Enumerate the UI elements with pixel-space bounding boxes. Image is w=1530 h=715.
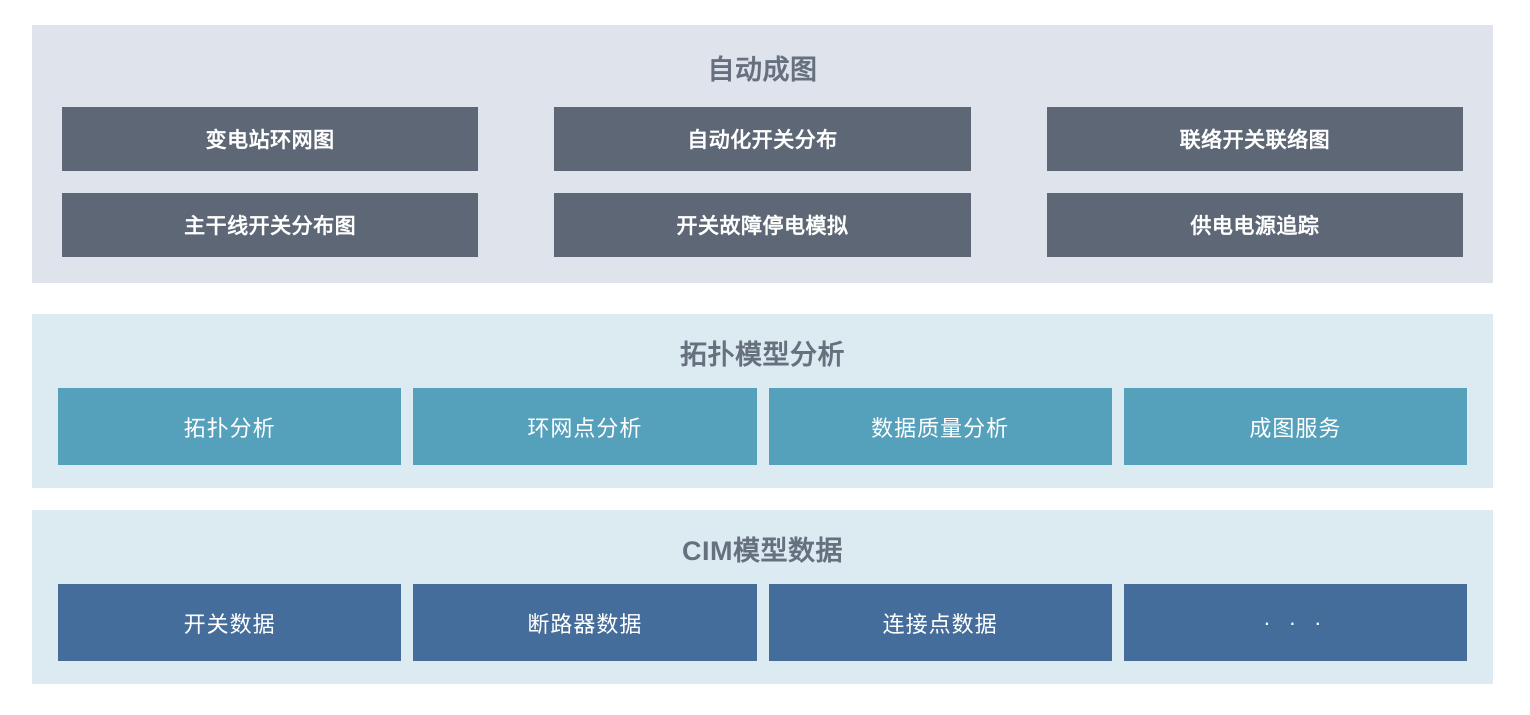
button-substation-ring-network-diagram[interactable]: 变电站环网图 (62, 107, 479, 171)
button-topology-analysis[interactable]: 拓扑分析 (58, 388, 402, 465)
section-topology-model-analysis: 拓扑模型分析 拓扑分析 环网点分析 数据质量分析 成图服务 (32, 314, 1493, 488)
button-connectivity-node-data[interactable]: 连接点数据 (768, 584, 1112, 661)
section-cim-model-data: CIM模型数据 开关数据 断路器数据 连接点数据 · · · (32, 510, 1493, 684)
button-grid-topology-model-analysis: 拓扑分析 环网点分析 数据质量分析 成图服务 (58, 388, 1467, 465)
button-power-supply-source-tracing[interactable]: 供电电源追踪 (1046, 193, 1463, 257)
architecture-diagram: 自动成图 变电站环网图 自动化开关分布 联络开关联络图 主干线开关分布图 开关故… (32, 25, 1493, 706)
button-mapping-service[interactable]: 成图服务 (1123, 388, 1467, 465)
button-grid-auto-mapping: 变电站环网图 自动化开关分布 联络开关联络图 主干线开关分布图 开关故障停电模拟… (62, 107, 1463, 257)
button-ring-network-node-analysis[interactable]: 环网点分析 (413, 388, 757, 465)
button-switch-fault-outage-simulation[interactable]: 开关故障停电模拟 (554, 193, 971, 257)
section-title-auto-mapping: 自动成图 (707, 55, 818, 85)
button-circuit-breaker-data[interactable]: 断路器数据 (413, 584, 757, 661)
button-grid-cim-model-data: 开关数据 断路器数据 连接点数据 · · · (58, 584, 1467, 661)
section-title-topology-model-analysis: 拓扑模型分析 (680, 340, 845, 370)
button-tie-switch-connection-diagram[interactable]: 联络开关联络图 (1046, 107, 1463, 171)
section-title-cim-model-data: CIM模型数据 (682, 536, 843, 566)
section-auto-mapping: 自动成图 变电站环网图 自动化开关分布 联络开关联络图 主干线开关分布图 开关故… (32, 25, 1493, 283)
button-data-quality-analysis[interactable]: 数据质量分析 (768, 388, 1112, 465)
button-more-ellipsis[interactable]: · · · (1123, 584, 1467, 661)
button-trunk-line-switch-distribution-diagram[interactable]: 主干线开关分布图 (62, 193, 479, 257)
button-switch-data[interactable]: 开关数据 (58, 584, 402, 661)
button-automation-switch-distribution[interactable]: 自动化开关分布 (554, 107, 971, 171)
